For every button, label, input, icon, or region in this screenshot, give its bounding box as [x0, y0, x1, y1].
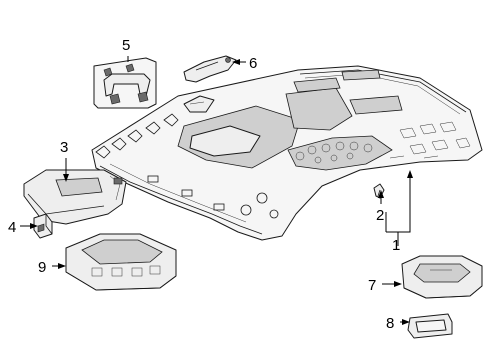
part-4-bracket — [33, 213, 53, 239]
callout-4: 4 — [8, 219, 16, 236]
part-6-bracket — [183, 55, 237, 83]
callout-labels: 1 2 3 4 5 6 7 8 9 — [8, 37, 400, 332]
callout-3: 3 — [60, 139, 68, 156]
part-7-lamp — [401, 255, 483, 299]
callout-8: 8 — [386, 315, 394, 332]
leader-lines — [20, 56, 413, 325]
callout-9: 9 — [38, 259, 46, 276]
part-8-gasket — [407, 313, 453, 339]
part-3-sun-visor — [23, 169, 127, 225]
callout-6: 6 — [249, 55, 257, 72]
part-9-console — [65, 233, 177, 291]
headliner-panel — [91, 65, 483, 241]
callout-7: 7 — [368, 277, 376, 294]
callout-1: 1 — [392, 237, 400, 254]
callout-5: 5 — [122, 37, 130, 54]
callout-2: 2 — [376, 207, 384, 224]
part-5-assist-grip-box — [93, 57, 157, 109]
